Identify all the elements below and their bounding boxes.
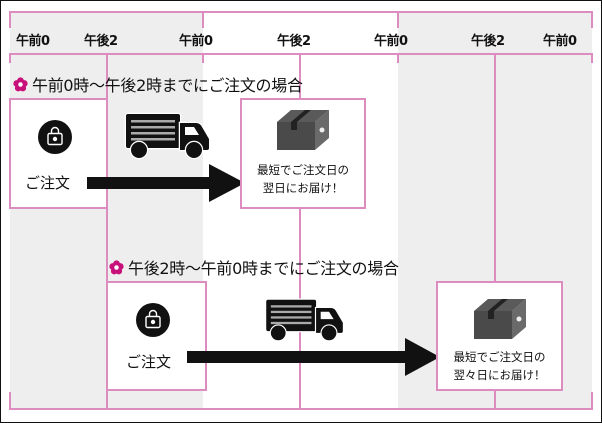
- grid-line-2pm-day2: [299, 53, 301, 410]
- timeline-header-bottom-line: [9, 53, 593, 55]
- arrow-to-day-after-next: [187, 338, 440, 376]
- day-divider-top-1: [202, 11, 204, 28]
- tick-label: 午前0: [16, 34, 50, 49]
- arrow-to-next-day: [87, 164, 245, 202]
- section1-order-card: ご注文: [9, 98, 108, 209]
- tick-label: 午後2: [277, 34, 311, 49]
- section1-title: 午前0時～午後2時までにご注文の場合: [13, 72, 303, 96]
- flower-icon: [13, 76, 28, 91]
- timeline-top-line: [9, 11, 593, 13]
- section2-order-card: ご注文: [106, 281, 207, 391]
- package-box-icon: [277, 110, 329, 150]
- section1-delivery-line2: 翌日にお届け！: [262, 181, 344, 195]
- section2-title: 午後2時～午前0時までにご注文の場合: [109, 255, 399, 279]
- day-divider-top-2: [397, 11, 399, 28]
- section2-title-text: 午後2時～午前0時までにご注文の場合: [128, 259, 399, 278]
- shopping-bag-icon: [38, 120, 72, 154]
- grid-line-0am-day2: [202, 53, 204, 63]
- timeline-right-line-mid: [591, 53, 593, 63]
- section2-delivery-line1: 最短でご注文日の: [453, 350, 546, 364]
- flower-icon: [109, 259, 124, 274]
- package-box-icon: [474, 299, 526, 339]
- timeline-bottom-line: [9, 408, 593, 410]
- timeline-right-line-bottom: [591, 392, 593, 410]
- section1-delivery-card: 最短でご注文日の 翌日にお届け！: [240, 98, 366, 209]
- grid-line-0am-day3: [397, 53, 399, 63]
- tick-label: 午後2: [84, 34, 118, 49]
- delivery-truck-icon: [124, 112, 211, 160]
- grid-line-2pm-day1: [106, 53, 108, 410]
- section1-order-label: ご注文: [25, 174, 71, 192]
- section2-delivery-card: 最短でご注文日の 翌々日にお届け！: [436, 281, 563, 391]
- grid-line-2pm-day3: [494, 53, 496, 410]
- tick-label: 午前0: [179, 34, 213, 49]
- section2-delivery-line2: 翌々日にお届け！: [453, 368, 546, 382]
- tick-label: 午前0: [543, 34, 577, 49]
- section1-delivery-line1: 最短でご注文日の: [257, 163, 349, 177]
- shopping-bag-icon: [136, 303, 170, 337]
- timeline-left-line-top: [9, 11, 11, 28]
- timeline-left-line-bottom: [9, 392, 11, 410]
- delivery-truck-icon: [265, 298, 344, 342]
- timeline-right-line-top: [591, 11, 593, 28]
- section2-order-label: ご注文: [126, 353, 172, 371]
- tick-label: 午前0: [374, 34, 408, 49]
- tick-label: 午後2: [471, 34, 505, 49]
- section1-title-text: 午前0時～午後2時までにご注文の場合: [32, 76, 303, 95]
- timeline-left-line-mid: [9, 53, 11, 63]
